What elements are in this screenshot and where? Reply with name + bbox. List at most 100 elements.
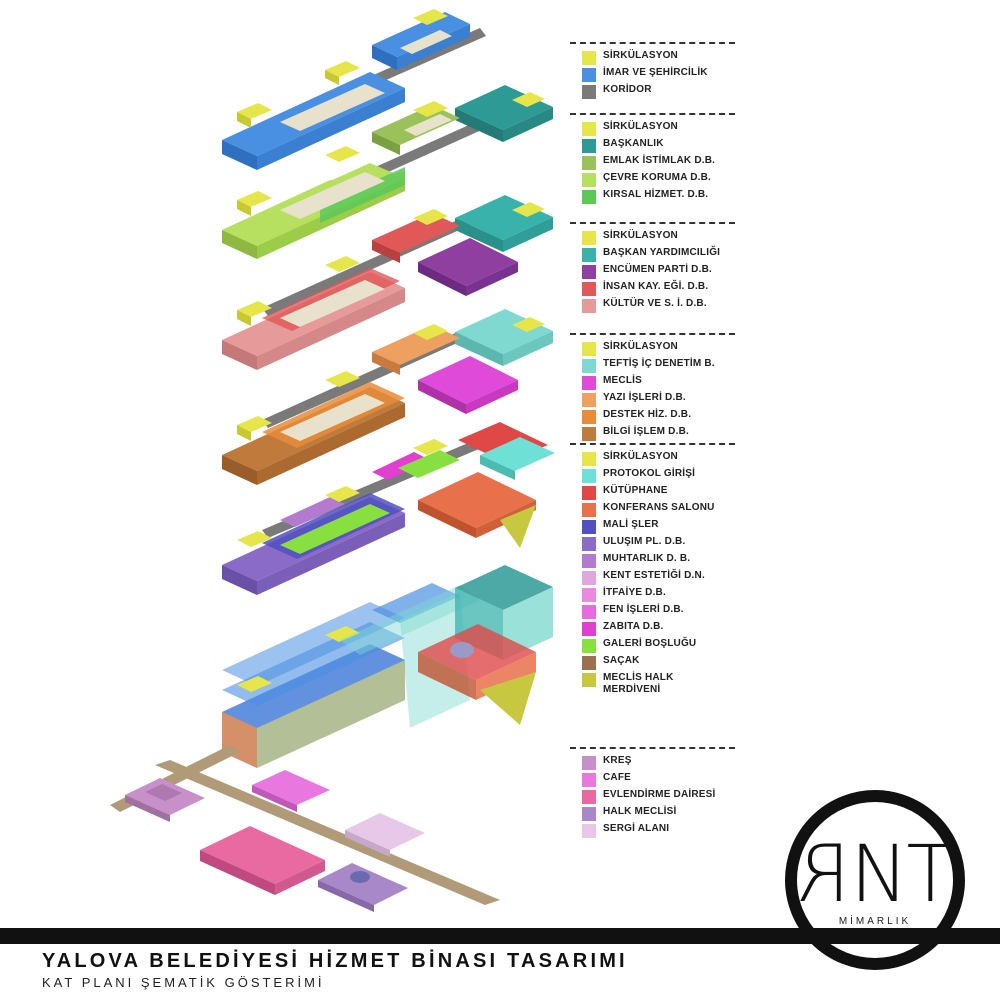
- legend-swatch: [582, 342, 596, 356]
- legend-item: KORİDOR: [570, 84, 735, 99]
- legend-item: SAÇAK: [570, 655, 735, 670]
- legend-item: ZABITA D.B.: [570, 621, 735, 636]
- legend-swatch: [582, 807, 596, 821]
- legend-label: KONFERANS SALONU: [603, 502, 715, 513]
- legend-item: SİRKÜLASYON: [570, 341, 735, 356]
- legend-swatch: [582, 503, 596, 517]
- legend-swatch: [582, 156, 596, 170]
- floor-3: [222, 195, 553, 370]
- legend-label: KORİDOR: [603, 84, 652, 95]
- legend-label: FEN İŞLERİ D.B.: [603, 604, 684, 615]
- combined-stack: [222, 565, 553, 768]
- legend-label: SAÇAK: [603, 655, 640, 666]
- floor-2: [222, 85, 553, 259]
- legend-item: KENT ESTETİĞİ D.N.: [570, 570, 735, 585]
- floor-4: [222, 309, 553, 485]
- legend-label: MECLİS HALK MERDİVENİ: [603, 672, 674, 695]
- legend-site: KREŞ CAFE EVLENDİRME DAİRESİ HALK MECLİS…: [570, 747, 735, 840]
- legend-swatch: [582, 622, 596, 636]
- legend-item: İTFAİYE D.B.: [570, 587, 735, 602]
- legend-swatch: [582, 190, 596, 204]
- legend-divider: [570, 42, 735, 44]
- legend-label: PROTOKOL GİRİŞİ: [603, 468, 696, 479]
- legend-label: KIRSAL HİZMET. D.B.: [603, 189, 709, 200]
- legend-item: SİRKÜLASYON: [570, 230, 735, 245]
- legend-floor-3: SİRKÜLASYON BAŞKAN YARDIMCILIĞI ENCÜMEN …: [570, 222, 735, 315]
- legend-label: SİRKÜLASYON: [603, 451, 678, 462]
- legend-swatch: [582, 571, 596, 585]
- legend-divider: [570, 747, 735, 749]
- legend-swatch: [582, 656, 596, 670]
- legend-item: ÇEVRE KORUMA D.B.: [570, 172, 735, 187]
- legend-swatch: [582, 231, 596, 245]
- legend-divider: [570, 113, 735, 115]
- site-level: [110, 745, 500, 912]
- legend-swatch: [582, 265, 596, 279]
- legend-swatch: [582, 410, 596, 424]
- legend-divider: [570, 333, 735, 335]
- legend-swatch: [582, 282, 596, 296]
- legend-label: DESTEK HİZ. D.B.: [603, 409, 692, 420]
- legend-swatch: [582, 554, 596, 568]
- legend-item: CAFE: [570, 772, 735, 787]
- legend-swatch: [582, 639, 596, 653]
- page-title: YALOVA BELEDİYESİ HİZMET BİNASI TASARIMI: [42, 950, 628, 972]
- legend-swatch: [582, 605, 596, 619]
- legend-item: FEN İŞLERİ D.B.: [570, 604, 735, 619]
- legend-label: SİRKÜLASYON: [603, 121, 678, 132]
- legend-label: MECLİS: [603, 375, 642, 386]
- legend-swatch: [582, 469, 596, 483]
- legend-label: İNSAN KAY. EĞİ. D.B.: [603, 281, 709, 292]
- legend-swatch: [582, 51, 596, 65]
- legend-item: HALK MECLİSİ: [570, 806, 735, 821]
- floor-1: [222, 9, 486, 170]
- legend-swatch: [582, 122, 596, 136]
- legend-item: KONFERANS SALONU: [570, 502, 735, 517]
- legend-label: HALK MECLİSİ: [603, 806, 677, 817]
- legend-item: MECLİS HALK MERDİVENİ: [570, 672, 735, 696]
- legend-item: SERGİ ALANI: [570, 823, 735, 838]
- legend-swatch: [582, 588, 596, 602]
- legend-label: KÜLTÜR VE S. İ. D.B.: [603, 298, 707, 309]
- legend-item: EMLAK İSTİMLAK D.B.: [570, 155, 735, 170]
- legend-label: ÇEVRE KORUMA D.B.: [603, 172, 712, 183]
- logo-nt: NT: [850, 830, 954, 920]
- legend-floor-2: SİRKÜLASYON BAŞKANLIK EMLAK İSTİMLAK D.B…: [570, 113, 735, 206]
- legend-label: YAZI İŞLERİ D.B.: [603, 392, 686, 403]
- legend-swatch: [582, 139, 596, 153]
- legend-item: SİRKÜLASYON: [570, 50, 735, 65]
- floor-5: [222, 422, 555, 595]
- legend-item: PROTOKOL GİRİŞİ: [570, 468, 735, 483]
- legend-swatch: [582, 790, 596, 804]
- legend-item: KÜLTÜR VE S. İ. D.B.: [570, 298, 735, 313]
- legend-swatch: [582, 452, 596, 466]
- legend-swatch: [582, 486, 596, 500]
- legend-item: TEFTİŞ İÇ DENETİM B.: [570, 358, 735, 373]
- legend-swatch: [582, 427, 596, 441]
- legend-label: SİRKÜLASYON: [603, 341, 678, 352]
- legend-swatch: [582, 756, 596, 770]
- legend-item: ULUŞIM PL. D.B.: [570, 536, 735, 551]
- legend-label: MUHTARLIK D. B.: [603, 553, 691, 564]
- legend-label: ENCÜMEN PARTİ D.B.: [603, 264, 712, 275]
- legend-item: İMAR VE ŞEHİRCİLİK: [570, 67, 735, 82]
- legend-floor-5: SİRKÜLASYON PROTOKOL GİRİŞİ KÜTÜPHANE KO…: [570, 443, 735, 698]
- legend-label: İTFAİYE D.B.: [603, 587, 666, 598]
- legend-label: EVLENDİRME DAİRESİ: [603, 789, 716, 800]
- legend-item: SİRKÜLASYON: [570, 451, 735, 466]
- legend-label: SERGİ ALANI: [603, 823, 670, 834]
- legend-item: İNSAN KAY. EĞİ. D.B.: [570, 281, 735, 296]
- legend-label: ULUŞIM PL. D.B.: [603, 536, 686, 547]
- legend-item: BAŞKANLIK: [570, 138, 735, 153]
- logo-letters: RNT: [797, 830, 954, 920]
- legend-label: ZABITA D.B.: [603, 621, 664, 632]
- logo-text: MİMARLIK: [838, 916, 912, 927]
- legend-item: ENCÜMEN PARTİ D.B.: [570, 264, 735, 279]
- legend-label: EMLAK İSTİMLAK D.B.: [603, 155, 716, 166]
- legend-swatch: [582, 299, 596, 313]
- legend-swatch: [582, 393, 596, 407]
- legend-floor-4: SİRKÜLASYON TEFTİŞ İÇ DENETİM B. MECLİS …: [570, 333, 735, 443]
- logo-mirrored-r: R: [797, 830, 851, 920]
- legend-item: EVLENDİRME DAİRESİ: [570, 789, 735, 804]
- legend-item: MUHTARLIK D. B.: [570, 553, 735, 568]
